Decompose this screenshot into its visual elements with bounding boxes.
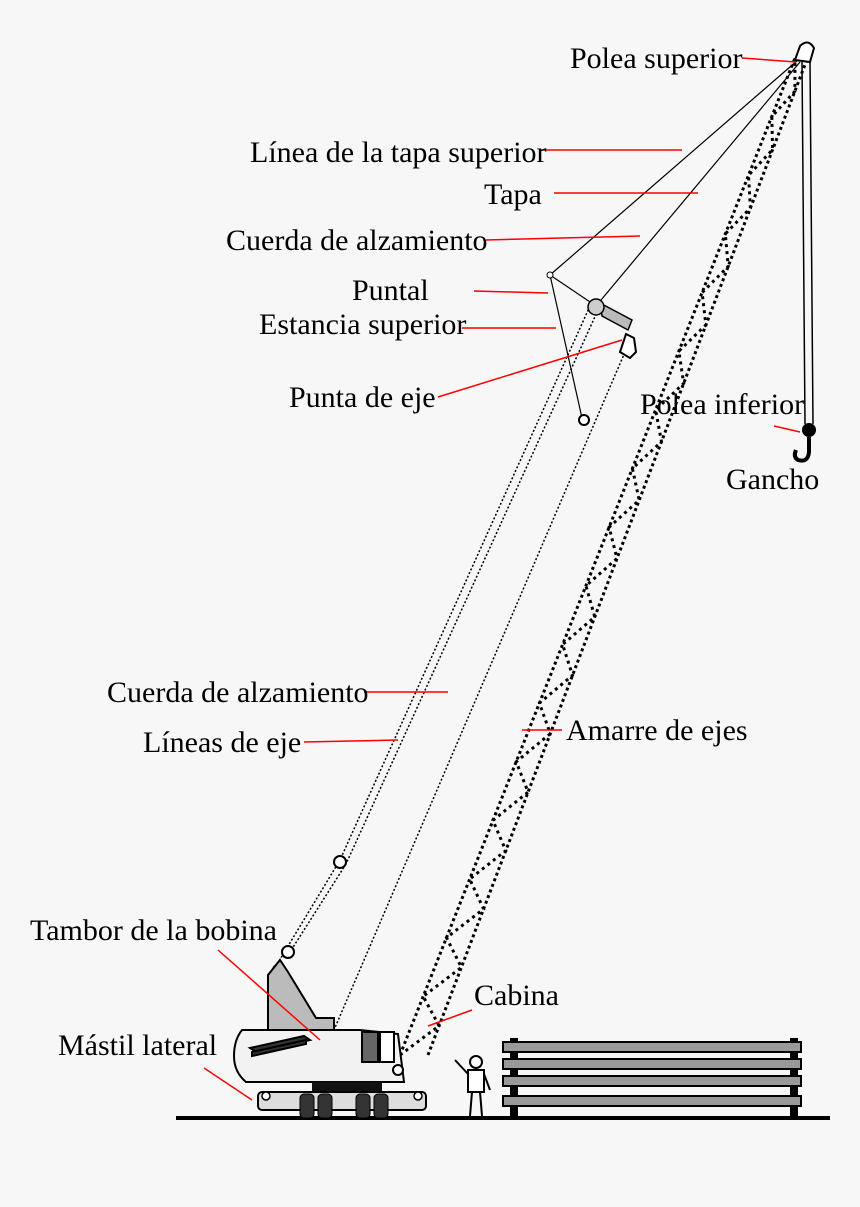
label-tapa: Tapa xyxy=(484,178,542,211)
label-cabina: Cabina xyxy=(474,979,559,1012)
rigging-lines xyxy=(275,59,801,1031)
pendant-rings-icon xyxy=(272,855,347,976)
leader-punta-de-eje xyxy=(437,339,623,398)
strut-pulley-icon xyxy=(546,271,633,332)
label-puntal: Puntal xyxy=(352,274,429,307)
top-pulley-icon xyxy=(793,41,816,64)
gantry-mast xyxy=(267,958,335,1031)
upper-stay-ring-icon xyxy=(578,414,590,426)
hook-line xyxy=(801,61,814,425)
label-estancia-superior: Estancia superior xyxy=(259,308,466,341)
label-punta-de-eje: Punta de eje xyxy=(289,381,436,414)
label-amarre-de-ejes: Amarre de ejes xyxy=(566,714,748,747)
leader-lines xyxy=(203,57,801,1101)
leader-polea-superior xyxy=(741,57,797,63)
label-tambor-bobina: Tambor de la bobina xyxy=(30,914,277,947)
label-mastil-lateral: Mástil lateral xyxy=(58,1029,217,1062)
leader-puntal xyxy=(473,290,549,294)
label-linea-tapa-superior: Línea de la tapa superior xyxy=(250,136,547,169)
leader-cuerda-alzamiento-top xyxy=(485,235,641,241)
label-polea-inferior: Polea inferior xyxy=(640,388,804,421)
leader-cabina xyxy=(427,1009,473,1027)
label-cuerda-alzamiento-top: Cuerda de alzamiento xyxy=(226,224,488,257)
boom-lattice xyxy=(398,57,808,1057)
crawler-base xyxy=(257,1082,427,1119)
worker-figure xyxy=(454,1055,491,1117)
label-gancho: Gancho xyxy=(726,463,819,496)
boom-tip-icon xyxy=(618,332,638,360)
leader-tambor-bobina xyxy=(217,949,321,1041)
leader-lineas-de-eje xyxy=(303,739,399,743)
leader-polea-inferior xyxy=(773,425,801,433)
labels: Polea superior Línea de la tapa superior… xyxy=(30,42,819,1062)
pipe-stack xyxy=(502,1038,802,1118)
label-lineas-de-eje: Líneas de eje xyxy=(143,726,301,759)
hook-icon xyxy=(792,423,816,463)
label-cuerda-alzamiento-mid: Cuerda de alzamiento xyxy=(107,676,369,709)
label-polea-superior: Polea superior xyxy=(570,42,742,75)
leader-mastil-lateral xyxy=(203,1067,253,1101)
crane-cab xyxy=(232,1029,406,1083)
